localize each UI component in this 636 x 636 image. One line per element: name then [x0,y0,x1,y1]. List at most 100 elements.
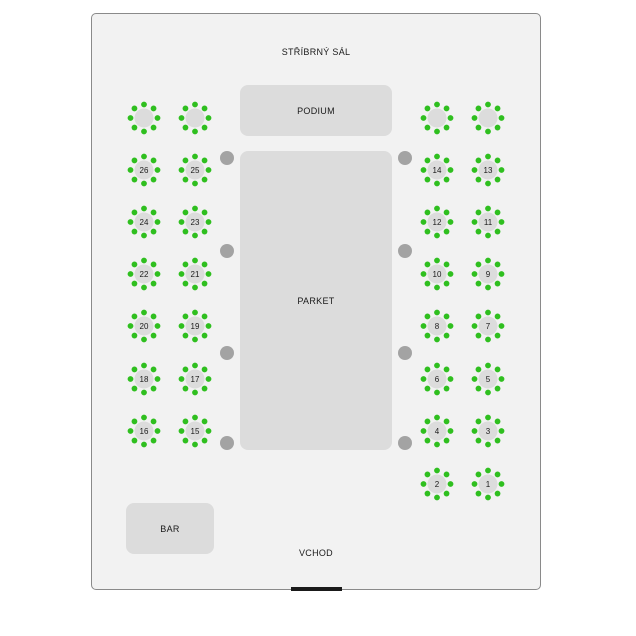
seat[interactable] [475,366,482,373]
seat[interactable] [141,257,147,264]
seat[interactable] [182,124,189,131]
seat[interactable] [424,313,431,320]
seat[interactable] [443,490,450,497]
seat[interactable] [485,336,491,343]
seat[interactable] [447,481,454,487]
seat[interactable] [131,385,138,392]
table-2[interactable]: 2 [420,467,454,501]
seat[interactable] [182,157,189,164]
table-top[interactable] [427,316,447,336]
seat[interactable] [182,105,189,112]
seat[interactable] [131,105,138,112]
seat[interactable] [494,176,501,183]
seat[interactable] [154,219,161,225]
seat[interactable] [420,167,427,173]
table-9[interactable]: 9 [471,257,505,291]
seat[interactable] [443,313,450,320]
seat[interactable] [475,332,482,339]
seat[interactable] [150,105,157,112]
seat[interactable] [494,418,501,425]
seat[interactable] [494,366,501,373]
seat[interactable] [131,209,138,216]
seat[interactable] [201,313,208,320]
table-top[interactable] [185,369,205,389]
table-top[interactable] [478,264,498,284]
seat[interactable] [141,414,147,421]
seat[interactable] [494,209,501,216]
table-top[interactable] [134,160,154,180]
seat[interactable] [205,167,212,173]
seat[interactable] [201,418,208,425]
seat[interactable] [485,362,491,369]
seat[interactable] [434,494,440,501]
seat[interactable] [182,228,189,235]
seat[interactable] [447,219,454,225]
seat[interactable] [182,366,189,373]
seat[interactable] [475,490,482,497]
seat[interactable] [471,167,478,173]
seat[interactable] [475,228,482,235]
seat[interactable] [485,414,491,421]
seat[interactable] [434,414,440,421]
seat[interactable] [141,362,147,369]
seat[interactable] [494,313,501,320]
seat[interactable] [127,167,134,173]
seat[interactable] [192,336,198,343]
seat[interactable] [494,124,501,131]
seat[interactable] [127,376,134,382]
seat[interactable] [424,280,431,287]
seat[interactable] [127,115,134,121]
dance-floor[interactable]: PARKET [240,151,392,450]
seat[interactable] [485,101,491,108]
seat[interactable] [434,101,440,108]
seat[interactable] [192,362,198,369]
seat[interactable] [150,280,157,287]
seat[interactable] [141,180,147,187]
table-26[interactable]: 26 [127,153,161,187]
table-top[interactable] [185,264,205,284]
seat[interactable] [424,332,431,339]
podium[interactable]: PODIUM [240,85,392,136]
seat[interactable] [471,115,478,121]
seat[interactable] [182,332,189,339]
seat[interactable] [150,366,157,373]
seat[interactable] [192,414,198,421]
seat[interactable] [201,385,208,392]
seat[interactable] [154,115,161,121]
seat[interactable] [182,280,189,287]
table-top[interactable] [427,160,447,180]
seat[interactable] [131,261,138,268]
seat[interactable] [447,115,454,121]
seat[interactable] [131,157,138,164]
seat[interactable] [443,157,450,164]
seat[interactable] [154,271,161,277]
seat[interactable] [192,441,198,448]
seat[interactable] [150,209,157,216]
seat[interactable] [205,219,212,225]
seat[interactable] [150,418,157,425]
seat[interactable] [182,176,189,183]
seat[interactable] [475,280,482,287]
table-7[interactable]: 7 [471,309,505,343]
table-1[interactable]: 1 [471,467,505,501]
seat[interactable] [420,271,427,277]
table-top[interactable] [134,108,154,128]
table-18[interactable]: 18 [127,362,161,396]
seat[interactable] [443,418,450,425]
seat[interactable] [201,228,208,235]
seat[interactable] [434,257,440,264]
seat[interactable] [420,323,427,329]
seat[interactable] [141,336,147,343]
seat[interactable] [475,385,482,392]
seat[interactable] [141,232,147,239]
seat[interactable] [150,228,157,235]
seat[interactable] [178,115,185,121]
seat[interactable] [485,309,491,316]
seat[interactable] [471,376,478,382]
seat[interactable] [150,437,157,444]
seat[interactable] [201,332,208,339]
table-top[interactable] [134,264,154,284]
seat[interactable] [443,366,450,373]
seat[interactable] [434,389,440,396]
seat[interactable] [447,428,454,434]
